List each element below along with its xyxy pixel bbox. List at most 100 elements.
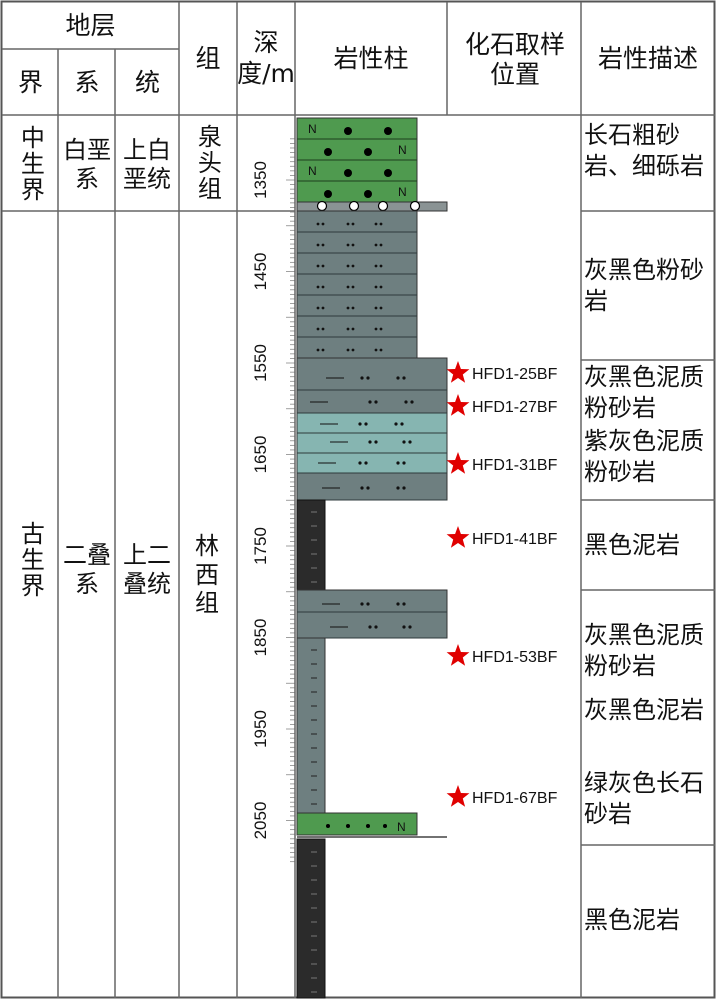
sample-label: HFD1-41BF [472, 531, 558, 548]
sample-star-icon [446, 644, 470, 666]
desc-gray-black-argillaceous-siltstone-2: 灰黑色泥质粉砂岩 [584, 621, 704, 681]
layer-argillaceous-siltstone-1 [296, 357, 448, 414]
depth-label: 1950 [251, 710, 270, 748]
silt-dot [316, 327, 320, 331]
depth-label: 1850 [251, 619, 270, 657]
mudstone-ticks-2 [311, 851, 317, 993]
silt-dot [321, 243, 325, 247]
desc-green-gray-arkose: 绿灰色长石砂岩 [584, 769, 704, 829]
silt-dot [374, 306, 378, 310]
silt-dot [346, 243, 350, 247]
silt-dot [321, 264, 325, 268]
sample-markers: HFD1-25BFHFD1-27BFHFD1-31BFHFD1-41BFHFD1… [446, 361, 558, 807]
silt-dot [374, 625, 378, 629]
silt-dot [396, 376, 400, 380]
silt-dot [351, 327, 355, 331]
silt-dot [366, 376, 370, 380]
svg-text:N: N [398, 185, 407, 199]
depth-label: 1350 [251, 161, 270, 199]
description-header: 岩性描述 [597, 44, 698, 73]
silt-dot [351, 285, 355, 289]
silt-dot [321, 327, 325, 331]
silt-dot [402, 376, 406, 380]
silt-dot [402, 461, 406, 465]
silt-dot [404, 400, 408, 404]
silt-dot [394, 422, 398, 426]
arkose-dots [326, 824, 387, 828]
desc-gray-black-mudstone: 灰黑色泥岩 [584, 696, 704, 724]
silt-dot [366, 602, 370, 606]
silt-dot [316, 285, 320, 289]
layer-purple-gray-argillaceous-siltstone [296, 412, 448, 474]
silt-dot [402, 625, 406, 629]
depth-label: 1550 [251, 344, 270, 382]
silt-dot [321, 348, 325, 352]
mudstone-ticks [311, 649, 317, 805]
silt-dot [374, 327, 378, 331]
series-upper-permian: 上二叠统 [123, 541, 171, 598]
silt-dot [396, 461, 400, 465]
silt-dot [316, 306, 320, 310]
silt-dot [316, 243, 320, 247]
silt-dot [379, 327, 383, 331]
desc-gray-black-argillaceous-siltstone-1: 灰黑色泥质粉砂岩 [584, 363, 704, 423]
sample-star-icon [446, 526, 470, 548]
silt-dot [374, 400, 378, 404]
silt-dot [346, 348, 350, 352]
sample-star-icon [446, 394, 470, 416]
column-header: 岩性柱 [333, 44, 409, 73]
silt-dot [408, 625, 412, 629]
desc-black-mudstone-2: 黑色泥岩 [584, 906, 680, 934]
silt-dot [374, 348, 378, 352]
system-cretaceous: 白垩系 [63, 136, 111, 193]
silt-dot [374, 243, 378, 247]
silt-dot [351, 243, 355, 247]
layer-argillaceous-siltstone-2 [296, 472, 448, 501]
erathem-paleozoic-label: 古生界 [16, 521, 45, 599]
system-permian: 二叠系 [63, 541, 111, 598]
silt-dot [360, 486, 364, 490]
formation-quantou-label: 泉头组 [193, 124, 222, 202]
sample-label: HFD1-31BF [472, 457, 558, 474]
silt-dot [321, 285, 325, 289]
silt-dot [374, 285, 378, 289]
depth-label: 1450 [251, 253, 270, 291]
feldspar-symbols: NN NN [308, 122, 407, 199]
layer-argillaceous-siltstone-3 [296, 589, 448, 639]
silt-dot [346, 285, 350, 289]
desc-purple-gray-argillaceous-siltstone: 紫灰色泥质粉砂岩 [584, 427, 704, 487]
silt-dot [396, 486, 400, 490]
sample-star-icon [446, 452, 470, 474]
silt-dot [351, 348, 355, 352]
argillaceous-siltstone-pattern-2 [297, 602, 447, 639]
lithology-column: NN NN [296, 117, 448, 999]
silt-dot [346, 327, 350, 331]
arkose-feldspar-symbol: N [397, 820, 406, 834]
silt-dot [379, 222, 383, 226]
sample-label: HFD1-53BF [472, 649, 558, 666]
silt-dot [346, 222, 350, 226]
silt-dot [400, 422, 404, 426]
silt-dot [396, 602, 400, 606]
siltstone-bedding [297, 222, 417, 352]
silt-dot [358, 422, 362, 426]
silt-dot [374, 440, 378, 444]
sample-label: HFD1-67BF [472, 790, 558, 807]
silt-dot [351, 222, 355, 226]
layer-arkose-lines [297, 138, 417, 182]
sample-star-icon [446, 785, 470, 807]
silt-dot [360, 602, 364, 606]
desc-arkose-conglomerate: 长石粗砂岩、细砾岩 [584, 121, 704, 181]
sample-label: HFD1-27BF [472, 399, 558, 416]
gravel-dots [324, 127, 392, 198]
silt-dot [368, 440, 372, 444]
depth-label: 1650 [251, 436, 270, 474]
stratum-header: 地层 [65, 10, 116, 40]
silt-dot [316, 222, 320, 226]
depth-label: 1750 [251, 527, 270, 565]
silt-dot [316, 348, 320, 352]
silt-dot [402, 440, 406, 444]
silt-dot [364, 422, 368, 426]
